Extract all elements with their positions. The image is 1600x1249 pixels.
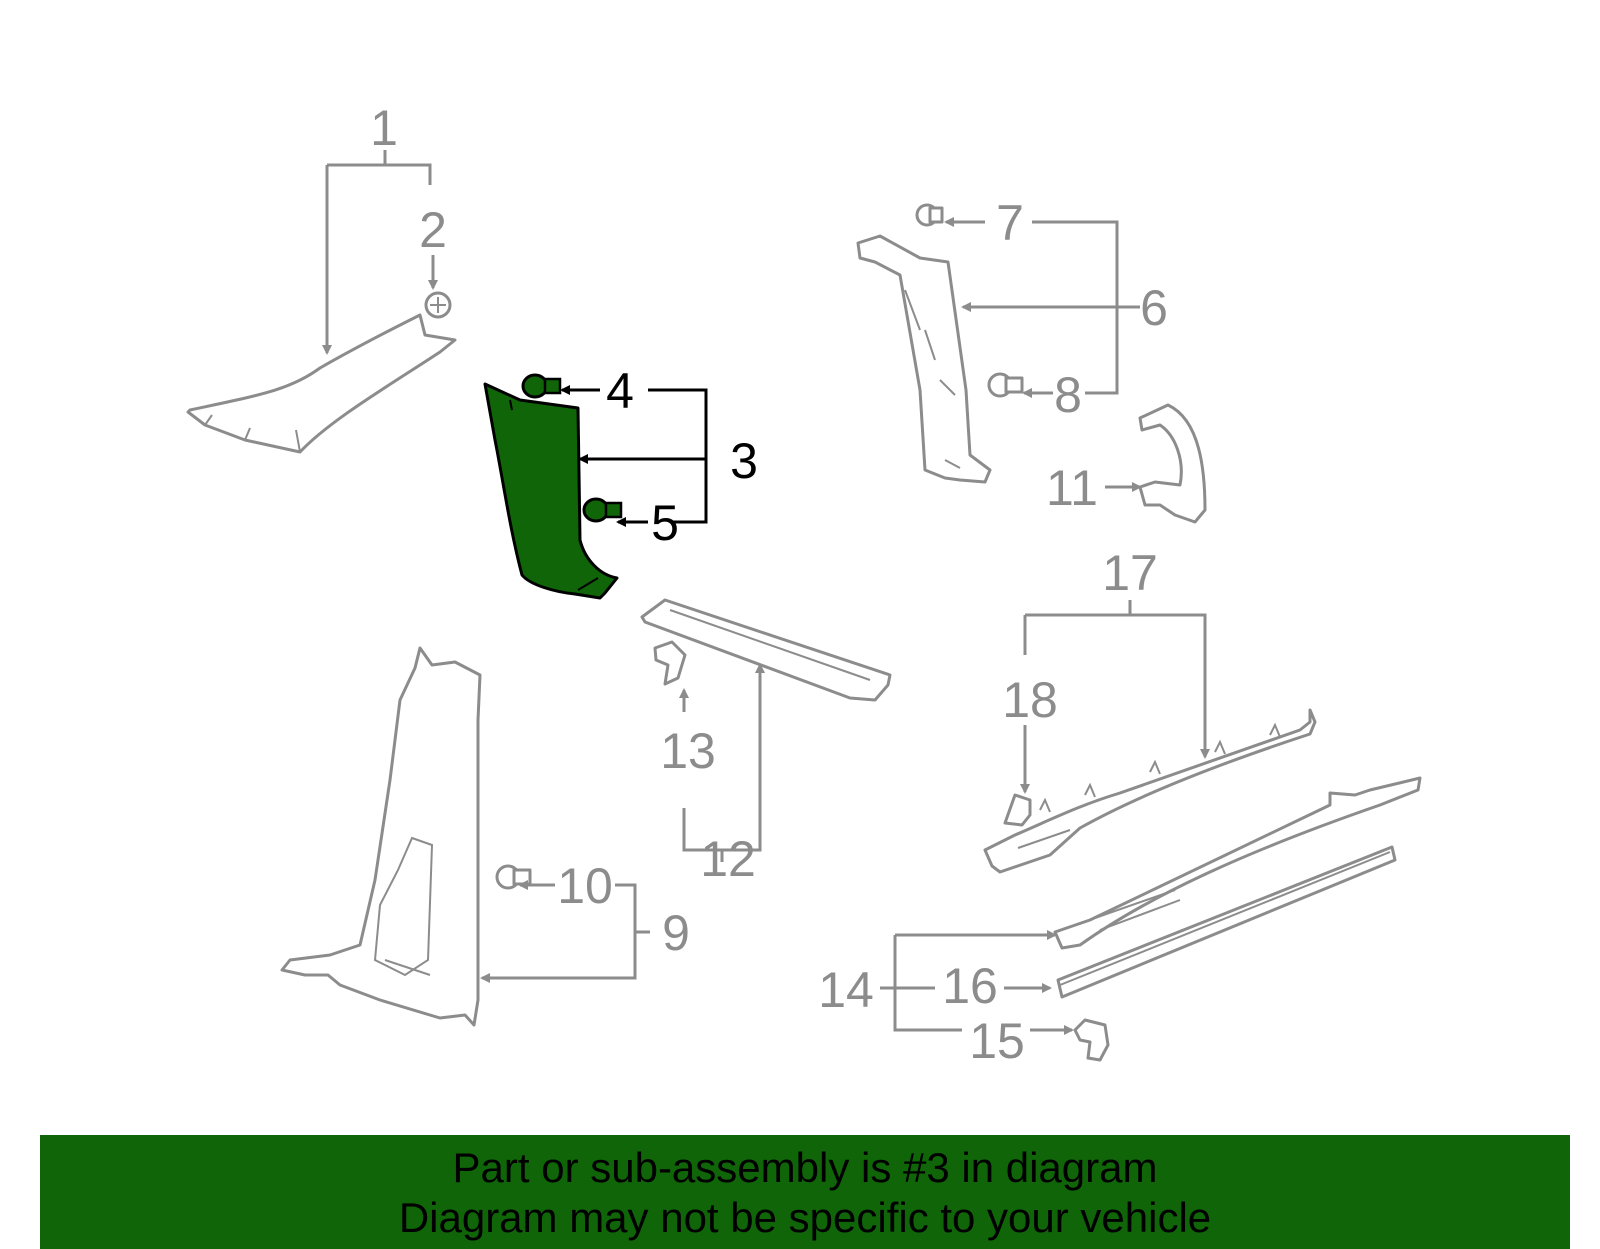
- part-5-screw-icon[interactable]: [582, 497, 623, 523]
- part-17-sill-rail[interactable]: [983, 708, 1317, 874]
- part-12-scuff-plate[interactable]: [640, 598, 892, 702]
- banner-line-2: Diagram may not be specific to your vehi…: [398, 1194, 1212, 1241]
- part-7-bolt-icon[interactable]: [915, 203, 944, 227]
- callout-4: 4: [606, 363, 634, 419]
- part-4-screw-icon[interactable]: [521, 373, 562, 399]
- callout-10: 10: [557, 858, 613, 914]
- callout-11: 11: [1046, 460, 1098, 516]
- part-9-b-pillar-lower-trim[interactable]: [280, 646, 482, 1027]
- callout-14: 14: [818, 962, 874, 1018]
- info-banner: Part or sub-assembly is #3 in diagram Di…: [40, 1135, 1570, 1249]
- callout-13: 13: [660, 723, 716, 779]
- callout-1: 1: [370, 100, 398, 156]
- callout-3: 3: [730, 433, 758, 489]
- part-6-b-pillar-upper-trim[interactable]: [856, 234, 992, 484]
- parts-diagram: 1 2 4 3 5 7 6 8 11: [186, 100, 1422, 1069]
- callout-12: 12: [700, 831, 756, 887]
- part-14-sill-plate[interactable]: [1053, 776, 1422, 950]
- callout-16: 16: [942, 958, 998, 1014]
- callout-8: 8: [1054, 367, 1082, 423]
- callout-6: 6: [1140, 280, 1168, 336]
- callout-18: 18: [1002, 672, 1058, 728]
- part-2-clip-icon[interactable]: [424, 291, 452, 319]
- part-18-clip-icon[interactable]: [1003, 793, 1032, 827]
- callout-17: 17: [1102, 545, 1158, 601]
- part-13-clip-icon[interactable]: [653, 640, 687, 686]
- callout-5: 5: [651, 495, 679, 551]
- part-15-clip-icon[interactable]: [1073, 1018, 1110, 1062]
- callout-9: 9: [662, 905, 690, 961]
- part-8-bolt-icon[interactable]: [987, 372, 1024, 398]
- callout-2: 2: [419, 202, 447, 258]
- part-3-highlighted-pillar-trim[interactable]: [483, 382, 619, 600]
- callout-15: 15: [969, 1013, 1025, 1069]
- part-16-sill-strip[interactable]: [1056, 845, 1397, 999]
- part-11-bracket[interactable]: [1138, 403, 1207, 524]
- banner-line-1: Part or sub-assembly is #3 in diagram: [452, 1144, 1158, 1191]
- callout-7: 7: [996, 195, 1024, 251]
- part-1-a-pillar-trim[interactable]: [186, 313, 457, 454]
